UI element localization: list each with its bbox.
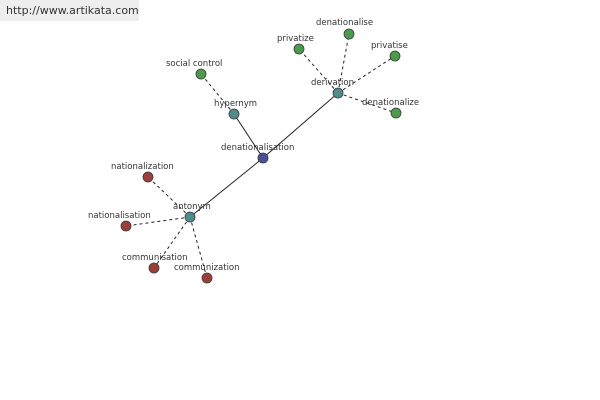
label-denationalise: denationalise [316, 18, 373, 28]
node-nationalisation[interactable] [120, 220, 132, 232]
node-privatize[interactable] [293, 43, 305, 55]
edge-denationalisation-to-antonym [189, 157, 264, 218]
label-hypernym: hypernym [214, 99, 257, 109]
node-antonym[interactable] [184, 211, 196, 223]
edge-derivation-to-privatise [337, 55, 396, 94]
edge-layer [125, 33, 397, 279]
label-nationalization: nationalization [111, 162, 174, 172]
node-communisation[interactable] [148, 262, 160, 274]
label-antonym: antonym [173, 202, 211, 212]
node-nationalization[interactable] [142, 171, 154, 183]
edge-antonym-to-nationalisation [125, 216, 191, 227]
node-denationalisation[interactable] [257, 152, 269, 164]
edge-antonym-to-nationalization [147, 176, 191, 218]
edge-derivation-to-denationalise [337, 33, 350, 94]
node-privatise[interactable] [389, 50, 401, 62]
edge-denationalisation-to-derivation [262, 92, 339, 159]
node-hypernym[interactable] [228, 108, 240, 120]
edge-derivation-to-privatize [298, 48, 339, 94]
watermark-url: http://www.artikata.com [0, 0, 139, 21]
edge-denationalisation-to-hypernym [233, 113, 264, 159]
label-communisation: communisation [122, 253, 188, 263]
node-derivation[interactable] [332, 87, 344, 99]
edge-antonym-to-communization [189, 216, 208, 279]
label-denationalisation: denationalisation [221, 143, 294, 153]
node-denationalise[interactable] [343, 28, 355, 40]
label-privatise: privatise [371, 41, 408, 51]
node-social-control[interactable] [195, 68, 207, 80]
label-nationalisation: nationalisation [88, 211, 151, 221]
edge-derivation-to-denationalize [337, 92, 397, 114]
node-denationalize[interactable] [390, 107, 402, 119]
label-derivation: derivation [311, 78, 354, 88]
label-denationalize: denationalize [362, 98, 419, 108]
label-privatize: privatize [277, 34, 314, 44]
label-layer: denationalisation hypernym derivation anton… [88, 18, 419, 273]
label-communization: communization [174, 263, 240, 273]
node-communization[interactable] [201, 272, 213, 284]
node-layer [120, 28, 402, 284]
label-social-control: social control [166, 59, 222, 69]
edge-hypernym-to-social-control [200, 73, 235, 115]
edge-antonym-to-communisation [153, 216, 191, 269]
